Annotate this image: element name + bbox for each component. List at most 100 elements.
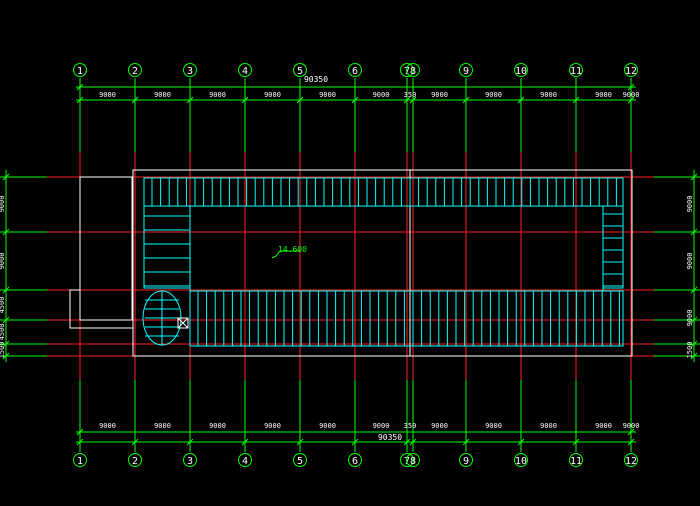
axis-label-top: 12 <box>625 66 637 77</box>
axis-bubble-top <box>459 63 473 77</box>
bottom-span-label: 9000 <box>319 422 336 430</box>
dimension-lines <box>2 83 698 446</box>
top-span-label: 350 <box>404 91 417 99</box>
dim-tick-bottom <box>517 438 525 446</box>
bottom-span-label: 9000 <box>540 422 557 430</box>
building-outline <box>132 169 633 357</box>
annex-outline <box>79 176 133 321</box>
dim-tick-bottom <box>296 438 304 446</box>
axis-label-bottom: 3 <box>187 456 193 467</box>
bottom-span-label: 9000 <box>154 422 171 430</box>
axis-bubble-bottom <box>406 453 420 467</box>
axis-bubble-top <box>400 63 414 77</box>
right-dim-label: 9000 <box>686 196 694 213</box>
dim-tick-top <box>186 96 194 104</box>
axis-label-bottom: 9 <box>463 456 469 467</box>
top-span-label: 9000 <box>319 91 336 99</box>
dim-tick-top <box>627 83 635 91</box>
dim-tick-left <box>2 173 10 181</box>
bottom-span-label: 9000 <box>595 422 612 430</box>
axis-label-bottom: 1 <box>77 456 83 467</box>
dim-tick-top <box>76 83 84 91</box>
axis-bubble-bottom <box>569 453 583 467</box>
left-dim-label: 9000 <box>0 196 6 213</box>
axis-bubble-bottom <box>128 453 142 467</box>
elevation-label: 14.600 <box>278 245 307 254</box>
dim-tick-top <box>296 96 304 104</box>
left-dim-label: 9000 <box>0 253 6 270</box>
dim-tick-top <box>241 96 249 104</box>
dim-tick-bottom <box>462 438 470 446</box>
dim-tick-top <box>351 96 359 104</box>
right-dim-label: 9000 <box>686 253 694 270</box>
dim-tick-top <box>409 96 417 104</box>
left-dim-label: 4500 <box>0 297 6 314</box>
dim-tick-right <box>690 316 698 324</box>
dim-tick-bottom <box>76 438 84 446</box>
bottom-span-label: 9000 <box>209 422 226 430</box>
roof-hatch-cross <box>177 317 189 329</box>
dim-tick-bottom <box>403 438 411 446</box>
right-dim-label: 9000 <box>686 310 694 327</box>
axis-label-top: 6 <box>352 66 358 77</box>
dim-tick-left <box>2 352 10 360</box>
bottom-span-label: 9000 <box>623 422 640 430</box>
axis-bubble-bottom <box>183 453 197 467</box>
dim-tick-left <box>2 316 10 324</box>
top-span-label: 9000 <box>264 91 281 99</box>
axis-label-top: 9 <box>463 66 469 77</box>
elevation-leader <box>271 250 300 259</box>
axis-bubble-bottom <box>400 453 414 467</box>
elevation-marker: 14.600 <box>271 245 307 259</box>
bottom-span-label: 9000 <box>264 422 281 430</box>
dim-tick-top <box>462 96 470 104</box>
dim-tick-bottom <box>76 428 84 436</box>
axis-label-bottom: 4 <box>242 456 248 467</box>
axis-bubble-bottom <box>348 453 362 467</box>
dim-tick-top <box>517 96 525 104</box>
top-span-label: 9000 <box>595 91 612 99</box>
axis-label-bottom: 8 <box>410 456 416 467</box>
dim-tick-left <box>2 340 10 348</box>
dim-tick-bottom <box>131 438 139 446</box>
axis-label-bottom: 12 <box>625 456 637 467</box>
axis-label-bottom: 10 <box>515 456 527 467</box>
axis-bubble-top <box>183 63 197 77</box>
dim-tick-bottom <box>572 438 580 446</box>
axis-bubble-top <box>73 63 87 77</box>
roof-plan <box>69 169 633 357</box>
dimension-labels: 9000 9000 9000 9000 9000 9000 350 9000 9000 9000 9… <box>0 75 694 442</box>
dim-tick-right <box>690 340 698 348</box>
dim-tick-top <box>627 96 635 104</box>
axis-bubble-bottom <box>73 453 87 467</box>
dim-tick-top <box>76 96 84 104</box>
axis-bubble-bottom <box>624 453 638 467</box>
axis-label-bottom: 11 <box>570 456 582 467</box>
axis-bubble-bottom <box>293 453 307 467</box>
top-span-label: 9000 <box>623 91 640 99</box>
left-dim-label: 1500 <box>0 342 6 359</box>
axis-bubble-bottom <box>238 453 252 467</box>
top-span-label: 9000 <box>431 91 448 99</box>
axis-label-bottom: 5 <box>297 456 303 467</box>
top-span-label: 9000 <box>485 91 502 99</box>
axis-label-top: 10 <box>515 66 527 77</box>
axis-label-bottom: 6 <box>352 456 358 467</box>
axis-label-top: 11 <box>570 66 582 77</box>
bottom-span-label: 9000 <box>373 422 390 430</box>
top-span-label: 9000 <box>99 91 116 99</box>
axis-bubble-top <box>406 63 420 77</box>
top-span-label: 9000 <box>209 91 226 99</box>
dim-tick-left <box>2 286 10 294</box>
top-span-label: 9000 <box>373 91 390 99</box>
bottom-span-label: 350 <box>404 422 417 430</box>
axis-label-top: 4 <box>242 66 248 77</box>
axis-bubble-top <box>514 63 528 77</box>
axis-bubble-top <box>238 63 252 77</box>
dim-tick-bottom <box>627 428 635 436</box>
bottom-total-dim-label: 90350 <box>378 433 402 442</box>
annex-step-outline <box>69 289 133 329</box>
dim-tick-top <box>403 96 411 104</box>
